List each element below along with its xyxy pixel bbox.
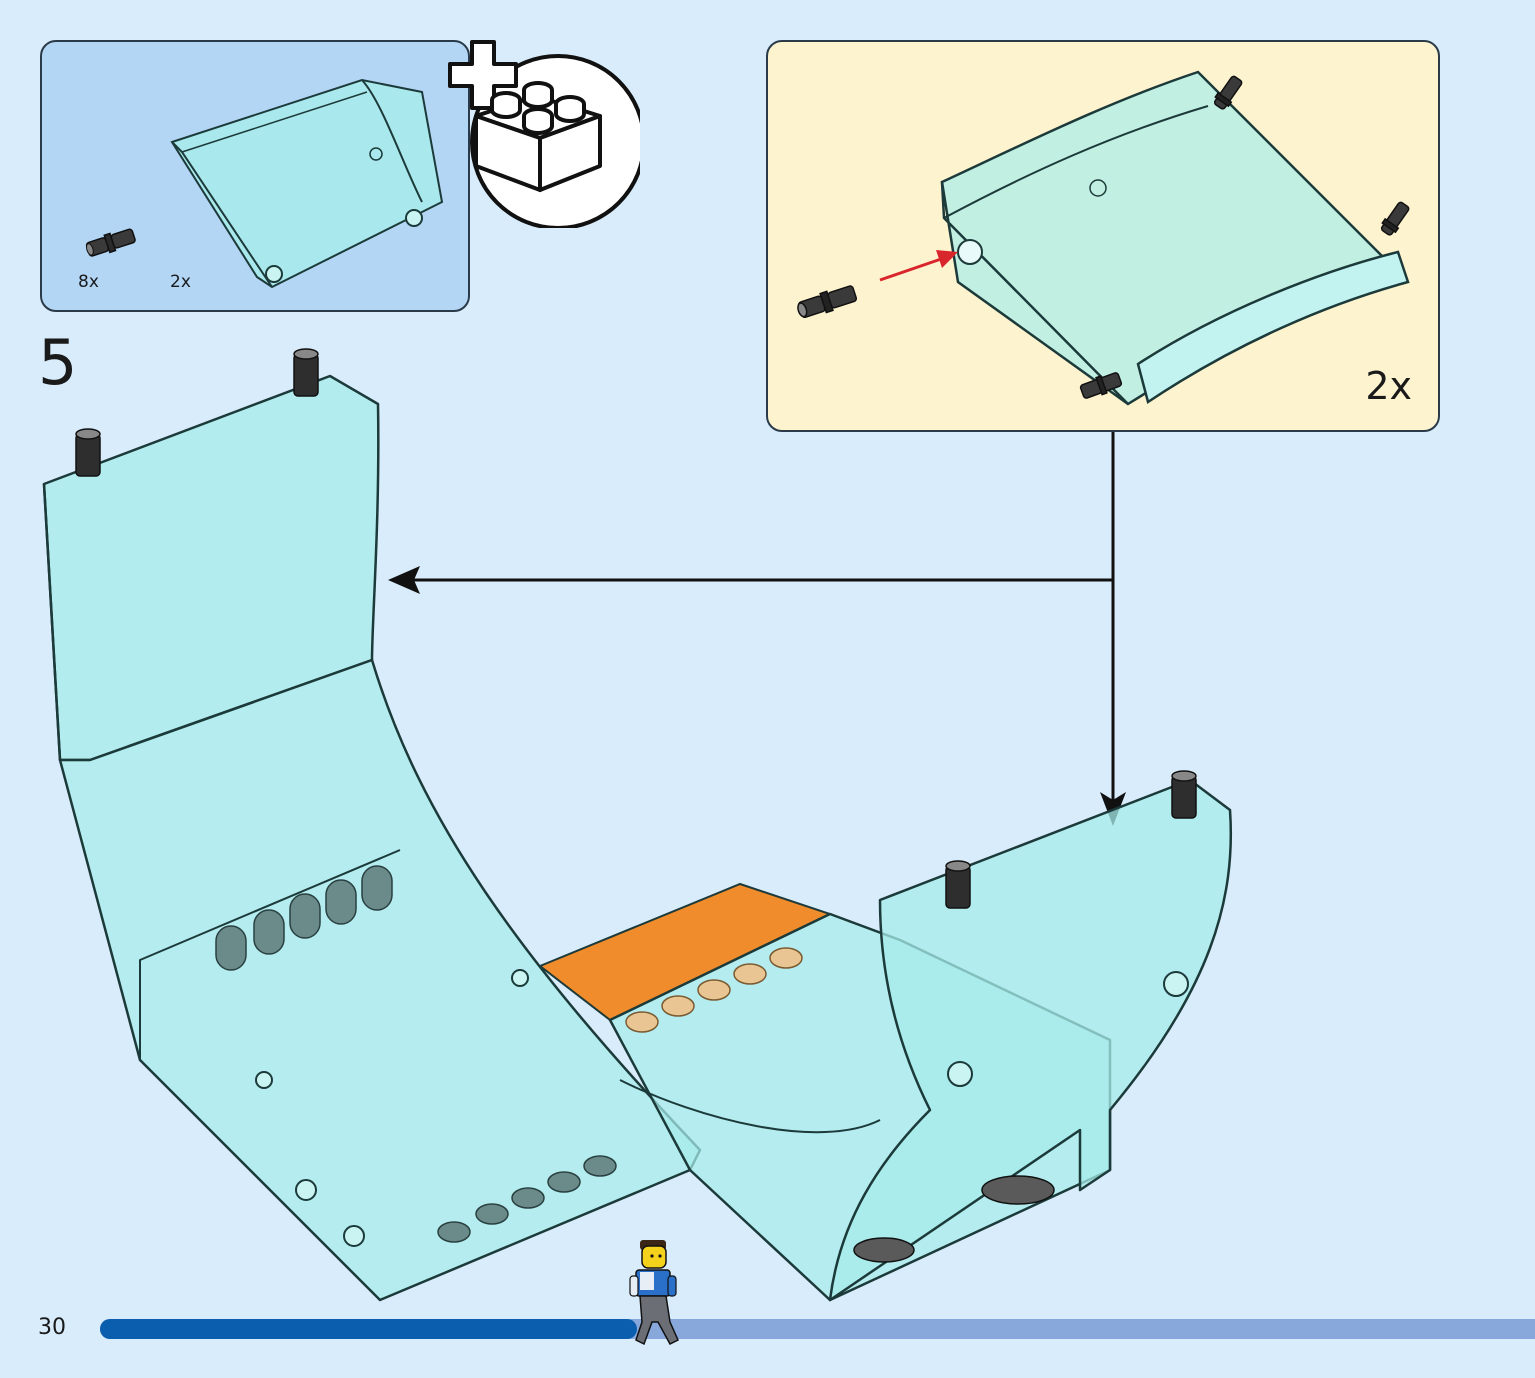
black-pin-icon [75, 348, 319, 477]
right-hopper-assembly [608, 778, 1233, 1302]
curved-panel-icon [170, 78, 444, 289]
pin-quantity: 8x [78, 272, 99, 292]
parts-illustration [85, 78, 444, 289]
sub-assembly-illustration [797, 70, 1410, 406]
brick-with-plus-icon [474, 81, 602, 192]
black-pin-icon [797, 75, 1410, 399]
sub-assembly-panel: 2x [766, 40, 1440, 432]
minifigure-progress-marker [629, 1240, 679, 1346]
arrow-head-left [388, 566, 420, 594]
progress-bar-fill [100, 1319, 637, 1339]
black-pin-icon [85, 228, 136, 257]
black-pin-icon [945, 770, 1197, 909]
left-ramp-assembly [42, 374, 702, 1302]
panel-quantity: 2x [170, 272, 191, 292]
sub-assembly-quantity: 2x [1365, 364, 1412, 408]
insertion-arrow [879, 250, 958, 282]
curved-panel-with-pins [940, 70, 1410, 406]
progress-bar [100, 1319, 1535, 1339]
parts-list-panel: 8x 2x [40, 40, 470, 312]
page-number: 30 [38, 1315, 66, 1340]
callout-arrows [410, 432, 1115, 810]
step-number: 5 [38, 326, 78, 399]
new-brick-badge [448, 40, 640, 228]
